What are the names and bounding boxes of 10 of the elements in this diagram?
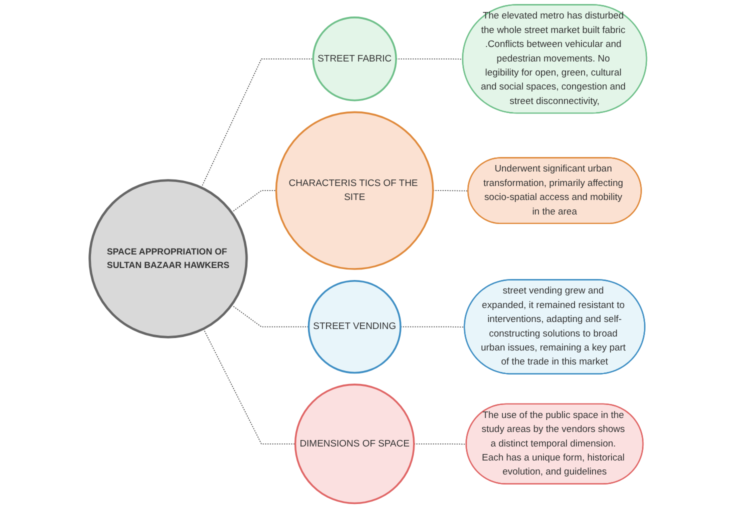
node-circle: STREET VENDING xyxy=(308,280,402,374)
connector xyxy=(230,304,309,328)
connector xyxy=(200,58,314,188)
node-circle: STREET FABRIC xyxy=(312,16,397,102)
node-circle: DIMENSIONS OF SPACE xyxy=(294,384,415,504)
node-circle: CHARACTERIS TICS OF THE SITE xyxy=(275,111,434,270)
connector xyxy=(230,190,276,213)
connector xyxy=(202,328,296,444)
connector xyxy=(395,58,464,60)
node-circle: SPACE APPROPRIATION OF SULTAN BAZAAR HAWKERS xyxy=(88,179,248,338)
